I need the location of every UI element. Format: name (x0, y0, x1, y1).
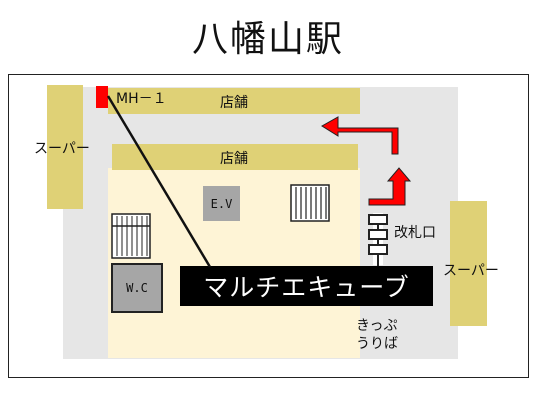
arrow-icon (321, 116, 399, 155)
mh-label: MH－１ (116, 91, 167, 107)
page-title: 八幡山駅 (191, 19, 344, 60)
multi-cube-banner: マルチエキューブ (180, 266, 433, 306)
shop-mid-label: 店舗 (220, 151, 248, 167)
toilet-box: W.C (111, 263, 163, 313)
elevator-box: E.V (203, 186, 240, 221)
shop-top (108, 88, 360, 114)
super-left-label: スーパー (34, 141, 90, 157)
toilet-label: W.C (126, 281, 148, 295)
stairs-icon (290, 184, 330, 222)
shop-mid (112, 144, 358, 170)
ticket-gate-label: 改札口 (394, 225, 436, 241)
elevator-label: E.V (210, 196, 233, 211)
multi-cube-label: マルチエキューブ (203, 273, 410, 302)
ticket-office-label-2: うりば (356, 336, 398, 352)
pointer-line (106, 95, 212, 268)
super-right (450, 201, 487, 326)
escalator-icon (111, 213, 151, 259)
super-left (47, 85, 83, 209)
ticket-office-label-1: きっぷ (356, 318, 398, 334)
arrow-up-icon (368, 167, 412, 206)
shop-top-label: 店舗 (220, 95, 248, 111)
mh-marker (96, 86, 108, 108)
ticket-gate-icon (368, 213, 388, 266)
super-right-label: スーパー (443, 263, 499, 279)
